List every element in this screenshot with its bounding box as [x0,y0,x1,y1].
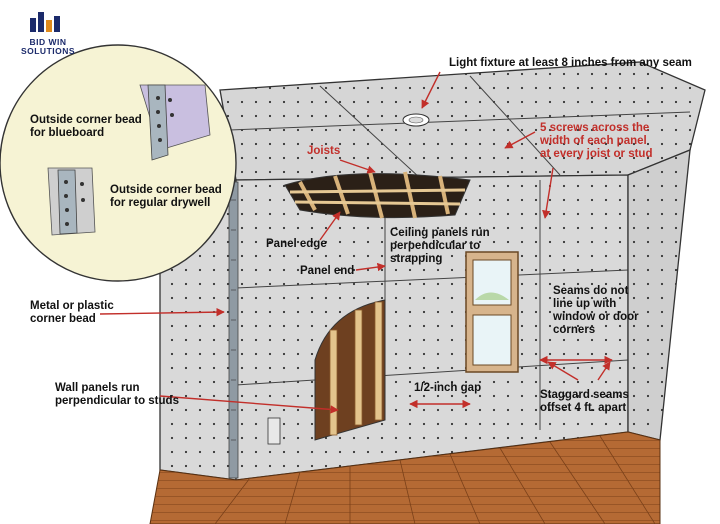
logo-line2: SOLUTIONS [20,46,76,56]
label-metal-bead: Metal or plastic corner bead [30,300,114,325]
window [465,251,519,373]
label-outside-blueboard: Outside corner bead for blueboard [30,114,142,139]
label-joists: Joists [307,145,341,157]
label-staggard: Staggard seams offset 4 ft. apart [540,389,629,414]
label-panel-edge: Panel edge [266,238,327,250]
callout-arrows [99,71,613,414]
label-wall-panels: Wall panels run perpendicular to studs [55,382,179,407]
label-light-fixture: Light fixture at least 8 inches from any… [449,57,692,69]
label-seams-not-line: Seams do not line up with window or door… [553,285,639,336]
label-panel-end: Panel end [300,265,355,277]
wood-floor [149,431,661,524]
corner-bead-strip [228,181,239,479]
label-screws: 5 screws across the width of each panel … [540,122,653,160]
light-fixture [402,113,430,127]
label-ceiling-panels: Ceiling panels run perpendicular to stra… [390,227,490,265]
label-gap: 1/2-inch gap [414,382,482,394]
corner-bead-inset [0,44,237,282]
logo-line1: BID WIN [29,37,67,47]
logo-mark [30,12,60,32]
logo-text: BID WIN SOLUTIONS [18,38,78,56]
wall-outlet [267,417,281,445]
label-outside-regular: Outside corner bead for regular drywell [110,184,222,209]
